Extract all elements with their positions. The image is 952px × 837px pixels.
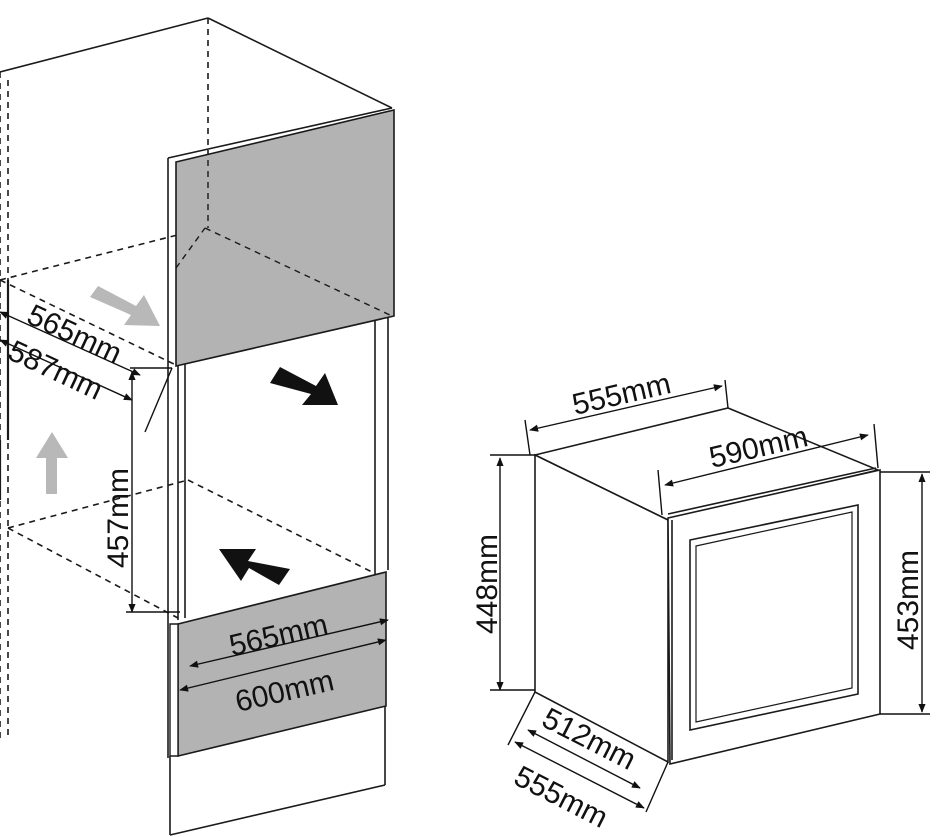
lift-arrow-icon [36, 432, 68, 494]
slide-in-arrow-icon [270, 367, 338, 405]
push-arrow-icon [90, 286, 160, 326]
cabinet-drawing [0, 17, 393, 836]
lower-cabinet-panel [177, 570, 387, 758]
body-height-label: 448mm [471, 534, 504, 634]
appliance-drawing [532, 407, 881, 766]
front-height-label: 453mm [892, 550, 925, 650]
niche-height-label: 457mm [102, 468, 135, 568]
bottom-depth-outer-label: 555mm [509, 760, 613, 835]
top-depth-label: 555mm [569, 367, 674, 422]
slide-out-arrow-icon [219, 549, 290, 585]
upper-cabinet-panel [175, 108, 395, 368]
